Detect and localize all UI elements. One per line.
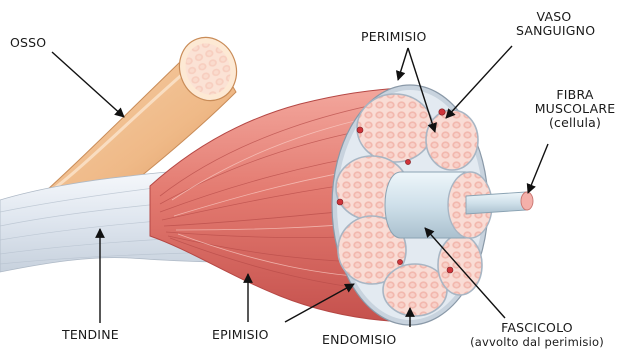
label-fibra-line3: (cellula) [532, 116, 618, 130]
label-vaso-line1: VASO [516, 10, 592, 24]
label-fascicolo-line1: FASCICOLO [452, 321, 622, 335]
label-tendine: TENDINE [62, 328, 119, 342]
label-vaso-sanguigno: VASO SANGUIGNO [516, 10, 592, 38]
label-fascicolo: FASCICOLO (avvolto dal perimisio) [452, 321, 622, 349]
label-endomisio: ENDOMISIO [322, 333, 396, 347]
label-fibra-muscolare: FIBRA MUSCOLARE (cellula) [532, 88, 618, 130]
label-perimisio: PERIMISIO [361, 30, 427, 44]
label-osso: OSSO [10, 36, 46, 50]
muscle-fiber [466, 192, 533, 214]
label-fibra-line1: FIBRA [532, 88, 618, 102]
label-fibra-line2: MUSCOLARE [532, 102, 618, 116]
label-fascicolo-line2: (avvolto dal perimisio) [452, 335, 622, 349]
label-epimisio: EPIMISIO [212, 328, 269, 342]
label-vaso-line2: SANGUIGNO [516, 24, 592, 38]
